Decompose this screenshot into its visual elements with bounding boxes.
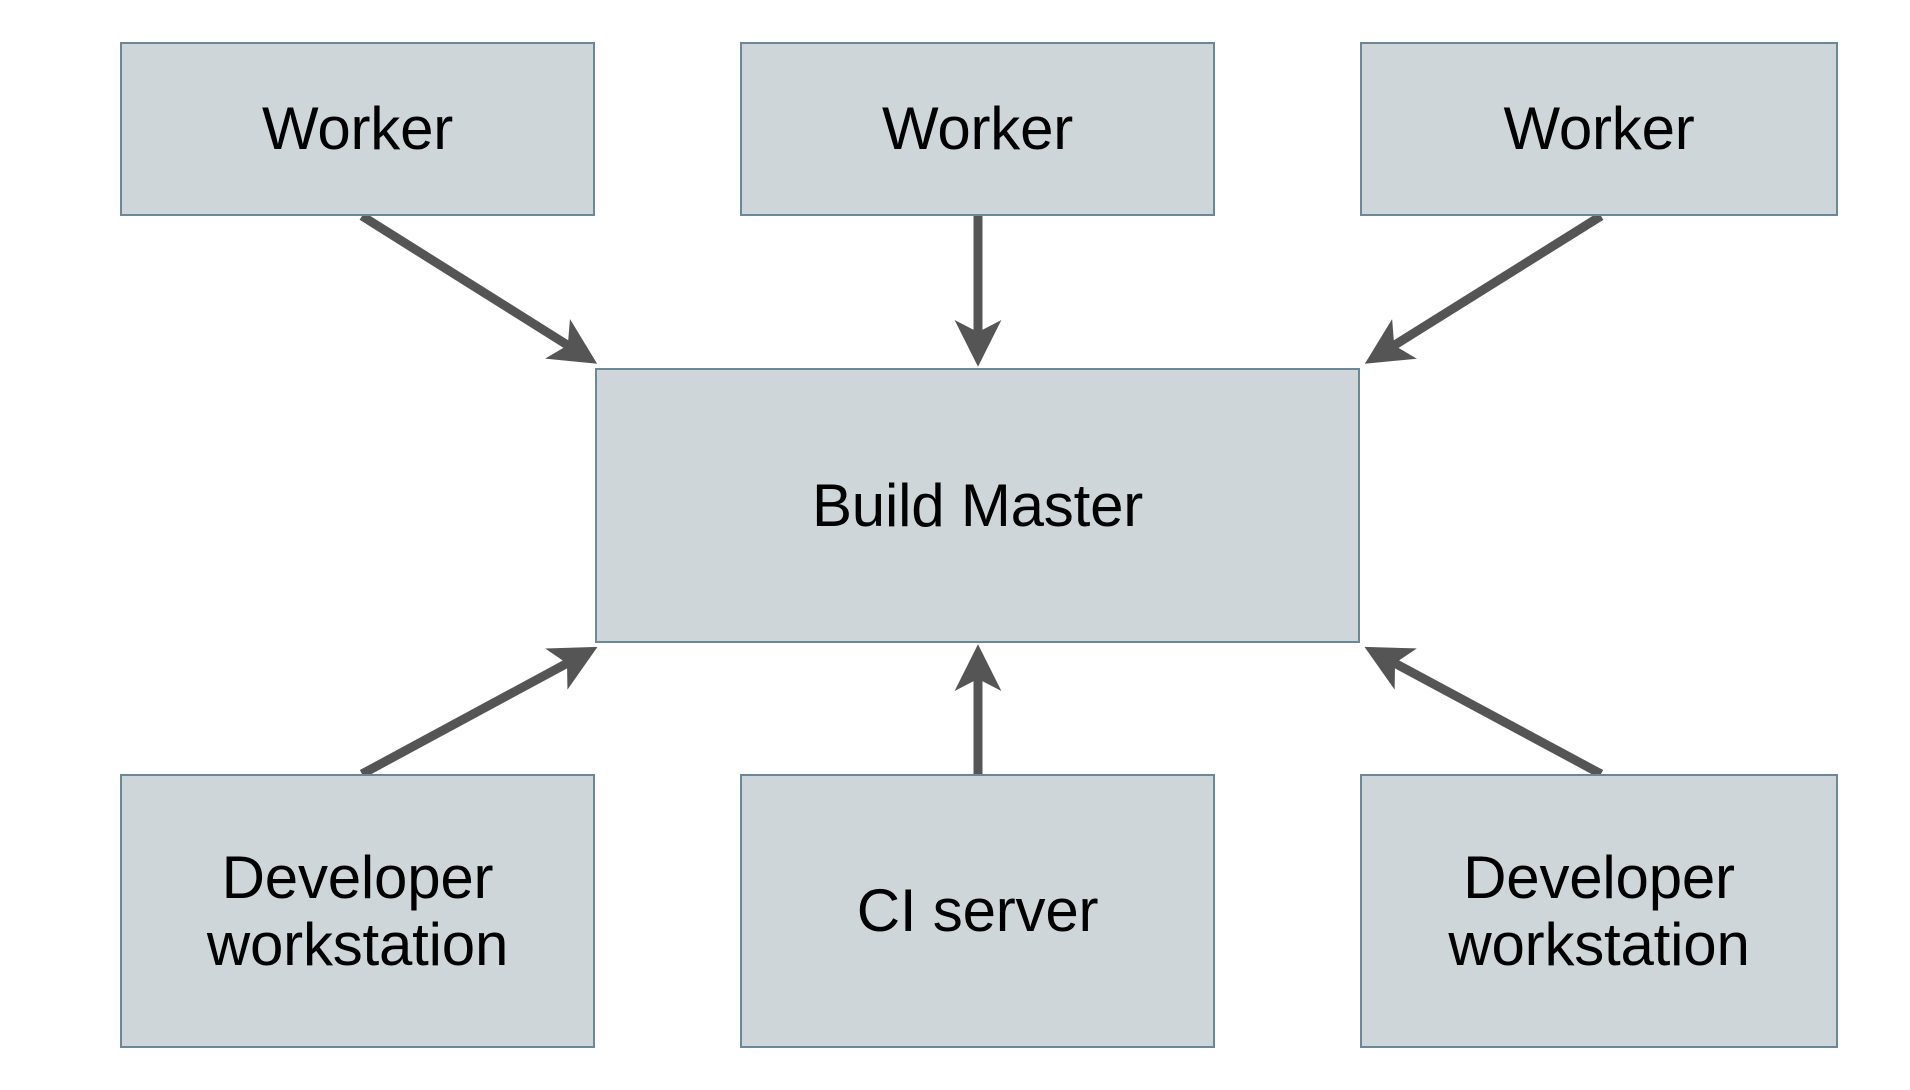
node-worker-1-label: Worker <box>261 95 454 163</box>
edge-dev-workstation-left-to-build-master <box>359 646 598 778</box>
node-build-master-label: Build Master <box>811 471 1144 539</box>
node-developer-workstation-left-label: Developer workstation <box>206 843 509 978</box>
node-worker-1[interactable]: Worker <box>120 42 595 216</box>
node-worker-3[interactable]: Worker <box>1360 42 1838 216</box>
node-worker-3-label: Worker <box>1503 95 1695 163</box>
node-worker-2[interactable]: Worker <box>740 42 1215 216</box>
node-ci-server[interactable]: CI server <box>740 774 1215 1048</box>
node-build-master[interactable]: Build Master <box>595 368 1360 643</box>
edge-worker-1-to-build-master <box>359 212 598 364</box>
node-ci-server-label: CI server <box>856 877 1099 945</box>
edge-worker-3-to-build-master <box>1364 212 1604 364</box>
node-developer-workstation-right-label: Developer workstation <box>1448 843 1750 978</box>
node-developer-workstation-right[interactable]: Developer workstation <box>1360 774 1838 1048</box>
edge-dev-workstation-right-to-build-master <box>1364 646 1604 778</box>
node-worker-2-label: Worker <box>881 95 1074 163</box>
node-developer-workstation-left[interactable]: Developer workstation <box>120 774 595 1048</box>
